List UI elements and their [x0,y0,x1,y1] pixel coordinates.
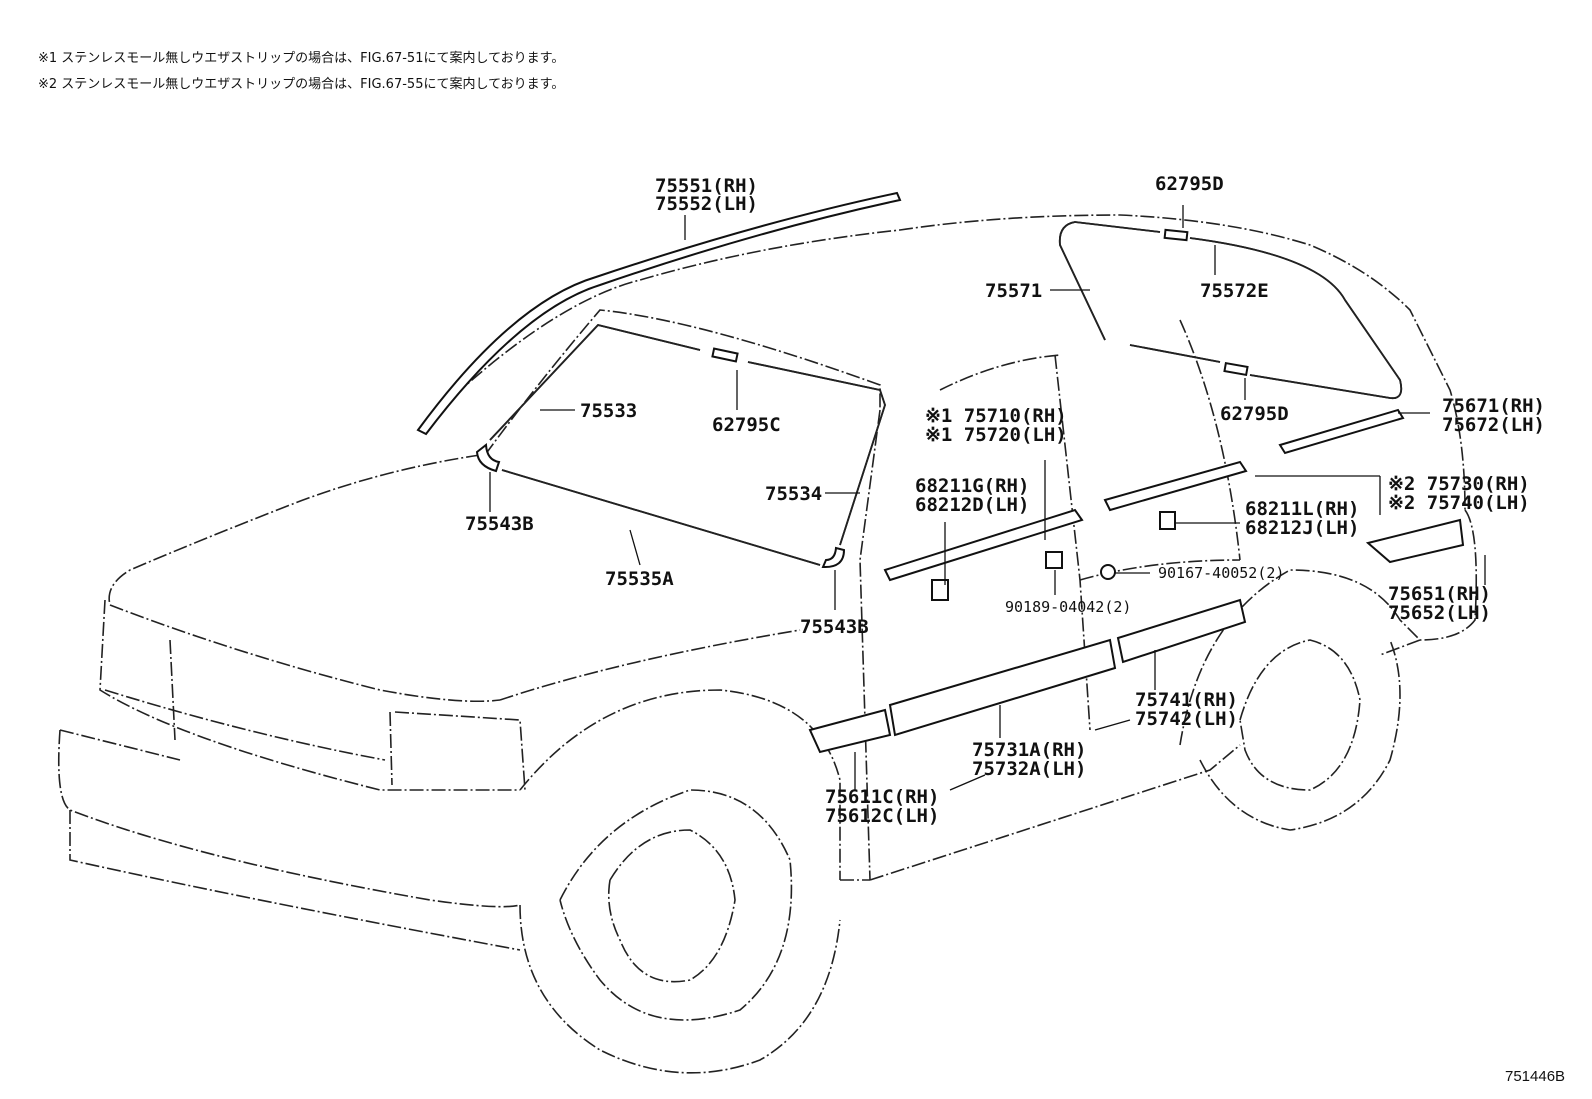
back-window-clip-lower [1223,361,1249,377]
label-75533: 75533 [580,400,637,422]
label-75740: ※2 75740(LH) [1388,492,1530,514]
back-window-clip-upper [1163,228,1189,242]
label-75741: 75741(RH) [1135,689,1238,711]
footnote-2: ※2 ステンレスモール無しウエザストリップの場合は、FIG.67-55にて案内し… [38,77,565,92]
front-door-clip [931,579,949,601]
label-75543b-right: 75543B [800,616,869,638]
label-62795d-top: 62795D [1155,173,1224,195]
label-62795c: 62795C [712,414,781,436]
vehicle-body-outline [57,214,1478,1074]
label-75742: 75742(LH) [1135,708,1238,730]
label-75534: 75534 [765,483,822,505]
label-75611c: 75611C(RH) [825,786,939,808]
label-75612c: 75612C(LH) [825,805,939,827]
label-68212d: 68212D(LH) [915,494,1029,516]
label-75543b-left: 75543B [465,513,534,535]
bracket-clip [1045,551,1063,569]
label-68211g: 68211G(RH) [915,475,1029,497]
footnote-1: ※1 ステンレスモール無しウエザストリップの場合は、FIG.67-51にて案内し… [38,51,565,66]
label-75572e: 75572E [1200,280,1269,302]
rear-door-belt-moulding [1103,460,1248,512]
front-door-side-moulding [888,638,1117,737]
label-75652: 75652(LH) [1388,602,1491,624]
corner-piece-right [821,546,846,569]
label-75535a: 75535A [605,568,674,590]
label-62795d-low: 62795D [1220,403,1289,425]
label-75710: ※1 75710(RH) [925,405,1067,427]
label-75730: ※2 75730(RH) [1388,473,1530,495]
front-door-belt-moulding [883,508,1084,582]
windshield-clip [711,347,739,363]
quarter-side-moulding [1365,518,1465,564]
label-75571: 75571 [985,280,1042,302]
label-75551: 75551(RH) [655,175,758,197]
label-75720: ※1 75720(LH) [925,424,1067,446]
label-75672: 75672(LH) [1442,414,1545,436]
front-fender-moulding [808,708,892,754]
label-68211l: 68211L(RH) [1245,498,1359,520]
quarter-belt-moulding [1278,408,1405,455]
screw [1100,564,1116,580]
roof-drip-moulding [416,191,902,436]
figure-id: 751446B [1505,1068,1565,1085]
part-labels: 75551(RH) 75552(LH) 62795D 75571 75572E … [465,173,1565,1085]
corner-piece-left [475,443,501,473]
label-75671: 75671(RH) [1442,395,1545,417]
rear-door-clip [1159,511,1176,530]
label-75552: 75552(LH) [655,193,758,215]
back-window-moulding [1058,221,1161,341]
rear-door-side-moulding [1116,598,1247,664]
label-90189: 90189-04042(2) [1005,598,1131,616]
label-75731a: 75731A(RH) [972,739,1086,761]
label-75732a: 75732A(LH) [972,758,1086,780]
label-75651: 75651(RH) [1388,583,1491,605]
label-68212j: 68212J(LH) [1245,517,1359,539]
label-90167: 90167-40052(2) [1158,564,1284,582]
leader-lines [489,205,1486,791]
